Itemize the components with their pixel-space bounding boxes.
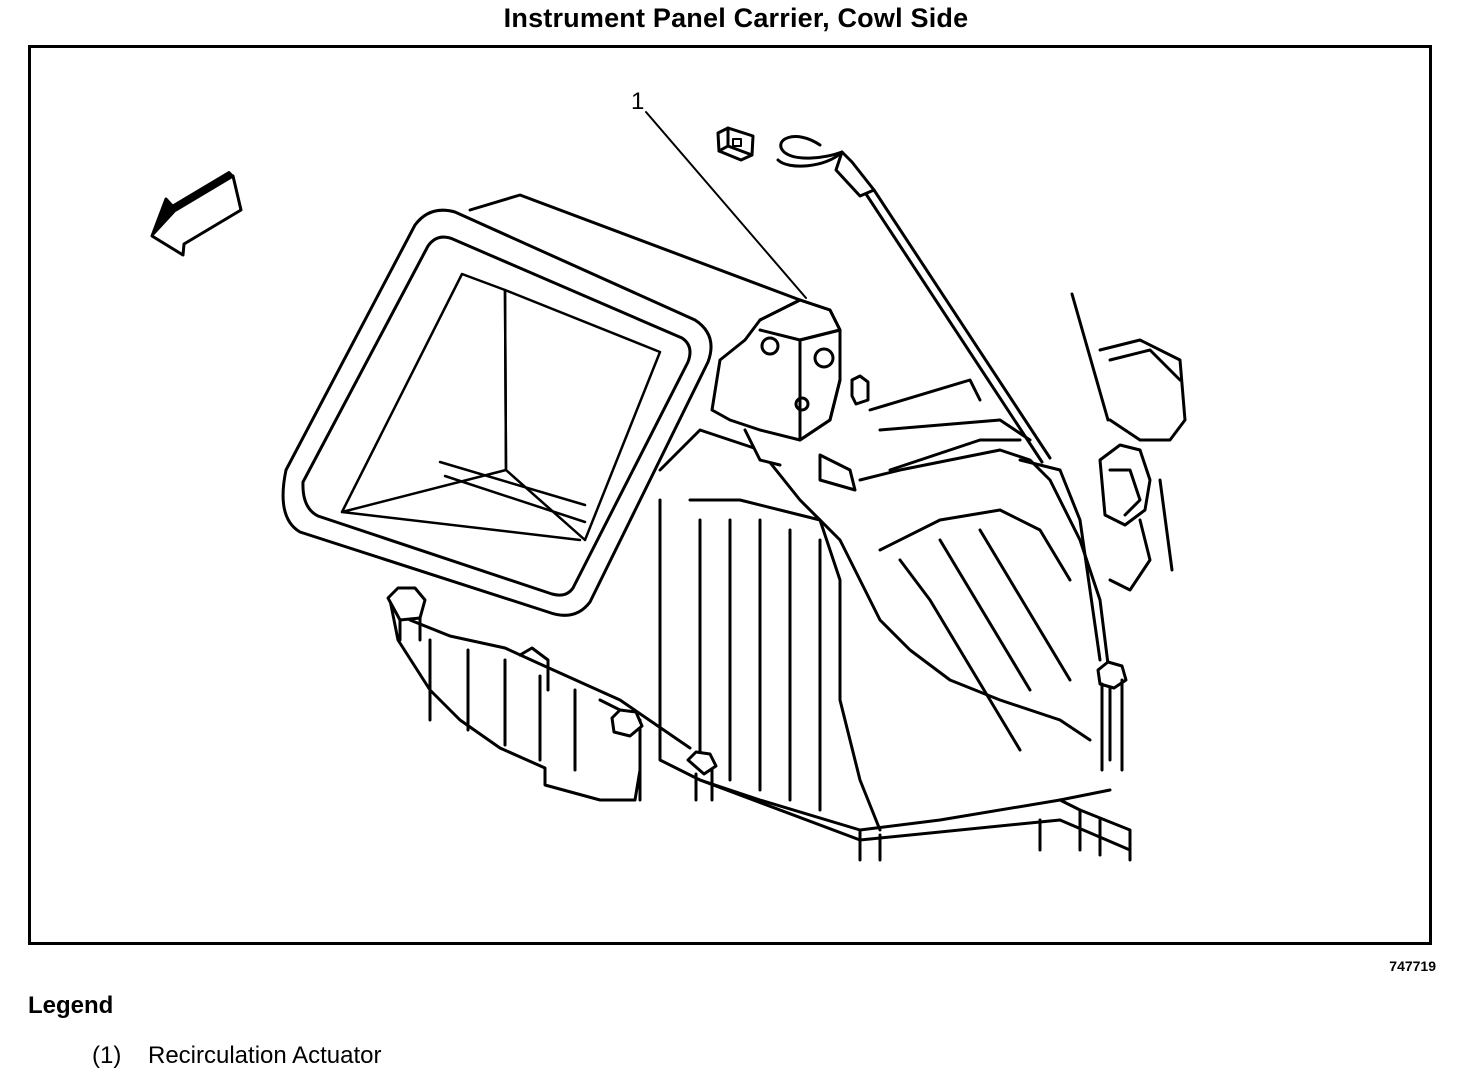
callout-leader-line — [645, 111, 807, 299]
legend-item: (1) Recirculation Actuator — [92, 1042, 381, 1070]
callout-label: 1 — [631, 88, 645, 115]
direction-arrow-icon — [150, 171, 243, 257]
legend-item-number: (1) — [92, 1042, 122, 1069]
hvac-housing — [386, 428, 1132, 862]
blower-housing — [1070, 292, 1187, 592]
diagram-title: Instrument Panel Carrier, Cowl Side — [503, 3, 969, 33]
recirculation-actuator — [710, 298, 1032, 492]
air-inlet-duct — [281, 193, 802, 617]
legend-item-text: Recirculation Actuator — [148, 1042, 382, 1069]
wire-clip-icon — [776, 135, 1052, 464]
illustration-frame — [28, 45, 1432, 945]
legend-heading: Legend — [28, 992, 114, 1019]
nut-clip-icon — [716, 126, 755, 162]
figure-id: 747719 — [1389, 958, 1436, 974]
